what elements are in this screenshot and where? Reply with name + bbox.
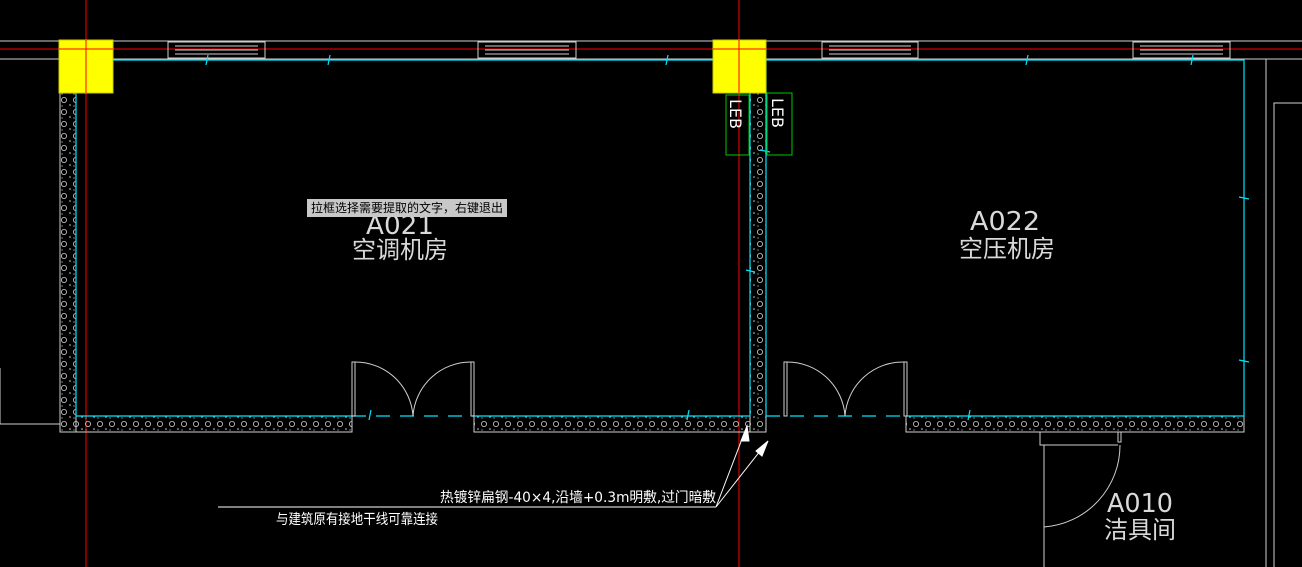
room-labels: A021 空调机房 A022 空压机房 A010 洁具间 (352, 207, 1176, 544)
leb-panel-right (766, 92, 793, 156)
earthing-conductor (75, 54, 1250, 421)
leader-lines (218, 424, 769, 508)
room-code-a010: A010 (1107, 489, 1173, 519)
room-name-a021: 空调机房 (352, 236, 448, 264)
leb-panel-left (725, 94, 750, 156)
hatched-walls (59, 59, 1245, 433)
leb-label-right: LEB (768, 98, 787, 128)
windows (167, 41, 1231, 59)
selection-tooltip: 拉框选择需要提取的文字，右键退出 (307, 199, 508, 217)
right-structure (0, 59, 1302, 567)
annotation-lower: 与建筑原有接地干线可靠连接 (276, 511, 438, 528)
top-wall (0, 40, 1302, 60)
annotation-upper: 热镀锌扁钢-40×4,沿墙+0.3m明敷,过门暗敷 (440, 489, 716, 506)
room-code-a022: A022 (970, 207, 1040, 237)
columns (58, 39, 767, 94)
room-name-a010: 洁具间 (1104, 516, 1176, 544)
leb-panels: LEB LEB (725, 92, 793, 156)
doors (351, 361, 1122, 528)
room-name-a022: 空压机房 (959, 235, 1055, 263)
leb-label-left: LEB (726, 99, 745, 129)
